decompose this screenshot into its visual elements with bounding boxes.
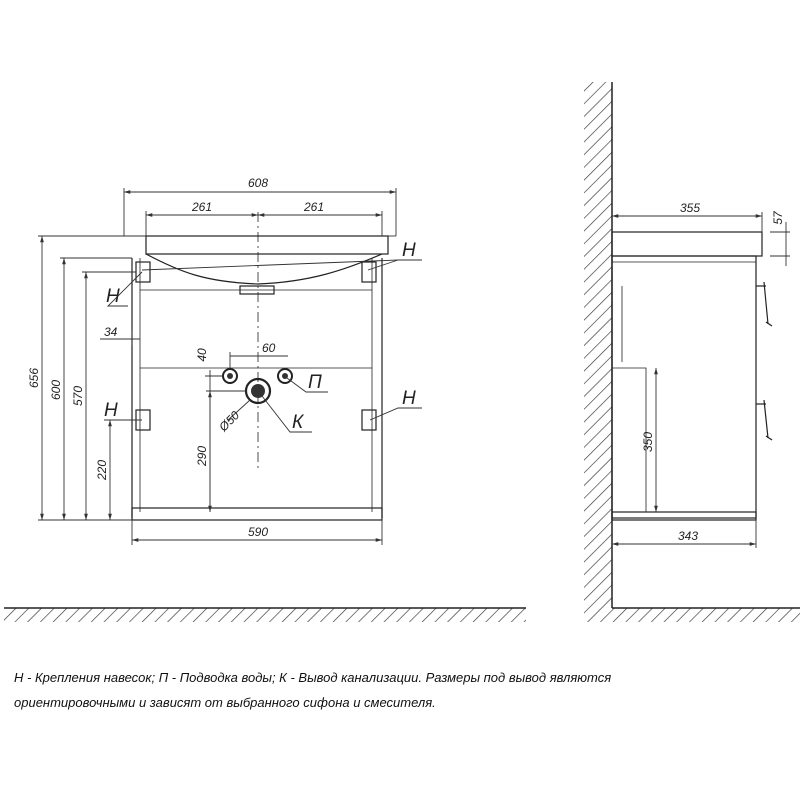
dim-diameter-50: Ø50	[215, 408, 242, 435]
dim-depth-343: 343	[678, 529, 698, 543]
wall-side	[584, 82, 613, 622]
dim-top-height-57: 57	[771, 210, 785, 225]
dim-offset-34: 34	[104, 325, 118, 339]
dim-offset-40: 40	[195, 348, 209, 362]
water-inlet-left	[222, 368, 238, 384]
floor-front	[4, 607, 526, 622]
mark-p-water: П	[308, 372, 322, 393]
dim-height-350: 350	[641, 432, 655, 452]
dim-bottom-590: 590	[248, 525, 268, 539]
mark-h-bottom-left: Н	[104, 400, 118, 421]
mark-k-sewer: К	[292, 412, 305, 433]
dim-half-left: 261	[191, 200, 212, 214]
dim-height-570: 570	[71, 386, 85, 406]
legend-caption: Н - Крепления навесок; П - Подводка воды…	[14, 665, 786, 715]
mark-h-top-right: Н	[402, 240, 416, 261]
mark-h-bottom-right: Н	[402, 388, 416, 409]
caption-line-2: ориентировочными и зависят от выбранного…	[14, 695, 436, 710]
caption-line-1: Н - Крепления навесок; П - Подводка воды…	[14, 670, 612, 685]
mark-leaders	[104, 259, 422, 433]
dim-width-608: 608	[248, 176, 268, 190]
front-dimension-lines	[38, 188, 397, 545]
dim-height-656: 656	[27, 368, 41, 388]
front-view	[131, 212, 389, 521]
dim-height-600: 600	[49, 380, 63, 400]
dim-half-right: 261	[303, 200, 324, 214]
side-view	[611, 231, 773, 521]
floor-side	[612, 607, 800, 622]
side-dimension-lines	[612, 212, 790, 548]
dim-spacing-60: 60	[262, 341, 276, 355]
dim-depth-355: 355	[680, 201, 700, 215]
water-inlet-right	[277, 368, 293, 384]
dim-height-290: 290	[195, 446, 209, 467]
mark-h-top-left: Н	[106, 286, 120, 307]
dim-height-220: 220	[95, 460, 109, 481]
